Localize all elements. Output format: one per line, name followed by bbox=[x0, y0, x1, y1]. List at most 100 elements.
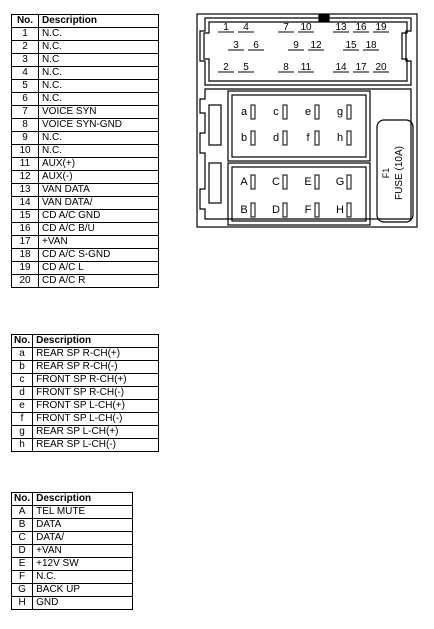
header-description: Description bbox=[32, 334, 159, 348]
power-pin-label: F bbox=[305, 204, 312, 216]
pin-number: C bbox=[10, 531, 34, 545]
pin-number: B bbox=[10, 518, 34, 532]
pin-number: d bbox=[10, 386, 34, 400]
power-pin-contact bbox=[282, 174, 288, 190]
pin-description: VOICE SYN-GND bbox=[38, 118, 159, 132]
pin-description: BACK UP bbox=[32, 583, 133, 597]
top-pin-label: 8 bbox=[283, 62, 289, 73]
pin-description: VOICE SYN bbox=[38, 105, 159, 119]
pin-description: FRONT SP R-CH(-) bbox=[32, 386, 159, 400]
pin-description: CD A/C R bbox=[38, 274, 159, 288]
pin-description: +VAN bbox=[32, 544, 133, 558]
pin-description: FRONT SP L-CH(+) bbox=[32, 399, 159, 413]
pin-number: 1 bbox=[11, 27, 39, 41]
power-pin-row: D+VAN bbox=[10, 544, 133, 558]
pin-description: FRONT SP L-CH(-) bbox=[32, 412, 159, 426]
pin-number: 17 bbox=[11, 235, 39, 249]
pin-number: H bbox=[10, 596, 34, 610]
top-pin-label: 6 bbox=[253, 40, 259, 51]
pin-description: REAR SP L-CH(-) bbox=[32, 438, 159, 452]
speaker-pin-label: b bbox=[241, 132, 247, 144]
top-pin-label: 17 bbox=[355, 62, 367, 73]
pin-description: N.C. bbox=[38, 79, 159, 93]
pin-description: +12V SW bbox=[32, 557, 133, 571]
top-pin-label: 20 bbox=[375, 62, 387, 73]
pin-number: 6 bbox=[11, 92, 39, 106]
pin-number: 12 bbox=[11, 170, 39, 184]
speaker-pin-label: e bbox=[305, 106, 311, 118]
connector-outer-frame bbox=[196, 13, 418, 228]
pin-description: GND bbox=[32, 596, 133, 610]
pin-description: FRONT SP R-CH(+) bbox=[32, 373, 159, 387]
power-pin-label: B bbox=[240, 204, 247, 216]
speaker-pin-contact bbox=[282, 104, 288, 120]
pin-description: CD A/C L bbox=[38, 261, 159, 275]
fuse-box bbox=[376, 119, 414, 223]
top-pin-label: 14 bbox=[335, 62, 347, 73]
power-pin-label: H bbox=[336, 204, 344, 216]
pin-description: CD A/C B/U bbox=[38, 222, 159, 236]
pin-number: b bbox=[10, 360, 34, 374]
main-pin-row: 17+VAN bbox=[11, 235, 159, 249]
pin-description: N.C. bbox=[38, 66, 159, 80]
pin-number: g bbox=[10, 425, 34, 439]
speaker-pin-label: f bbox=[306, 132, 310, 144]
power-pin-label: A bbox=[240, 176, 248, 188]
pin-number: 2 bbox=[11, 40, 39, 54]
power-block bbox=[227, 162, 371, 226]
pin-description: VAN DATA/ bbox=[38, 196, 159, 210]
pin-description: N.C. bbox=[38, 40, 159, 54]
top-pin-label: 5 bbox=[243, 62, 249, 73]
top-pin-label: 2 bbox=[223, 62, 229, 73]
header-no: No. bbox=[10, 334, 34, 348]
top-pin-label: 15 bbox=[345, 40, 357, 51]
speaker-pin-label: h bbox=[337, 132, 343, 144]
pin-description: N.C bbox=[38, 53, 159, 67]
pin-number: a bbox=[10, 347, 34, 361]
header-no: No. bbox=[10, 492, 34, 506]
pin-number: 7 bbox=[11, 105, 39, 119]
table-header-row: No. Description bbox=[11, 14, 159, 28]
power-pin-label: G bbox=[336, 176, 345, 188]
pin-number: 11 bbox=[11, 157, 39, 171]
top-pin-label: 13 bbox=[335, 22, 347, 33]
pin-description: REAR SP R-CH(-) bbox=[32, 360, 159, 374]
power-pin-contact bbox=[282, 202, 288, 218]
bottom-block-outline bbox=[199, 88, 412, 220]
left-tab-lower bbox=[208, 162, 222, 204]
table-header-row: No. Description bbox=[10, 334, 159, 348]
pin-number: f bbox=[10, 412, 34, 426]
pin-number: 20 bbox=[11, 274, 39, 288]
header-description: Description bbox=[38, 14, 159, 28]
speaker-pin-label: g bbox=[337, 106, 343, 118]
pin-number: 8 bbox=[11, 118, 39, 132]
pin-number: 3 bbox=[11, 53, 39, 67]
pin-number: A bbox=[10, 505, 34, 519]
speaker-pin-label: c bbox=[273, 106, 279, 118]
pin-number: 4 bbox=[11, 66, 39, 80]
pin-description: REAR SP R-CH(+) bbox=[32, 347, 159, 361]
pin-number: 13 bbox=[11, 183, 39, 197]
pin-number: 15 bbox=[11, 209, 39, 223]
pin-number: 10 bbox=[11, 144, 39, 158]
pin-description: N.C. bbox=[32, 570, 133, 584]
top-block-key bbox=[318, 14, 330, 22]
